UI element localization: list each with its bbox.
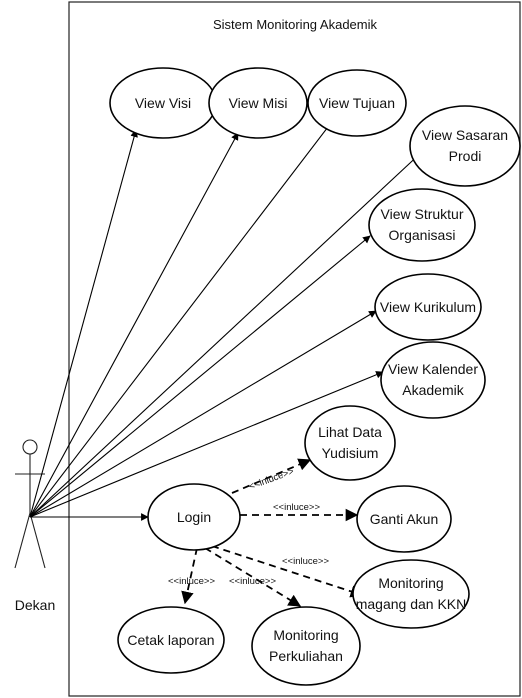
- use-case-label: View Kurikulum: [380, 299, 476, 315]
- system-boundary: [68, 1, 521, 697]
- include-relations: [181, 458, 364, 607]
- use-case-label-line2: magang dan KKN: [356, 596, 467, 612]
- use-case-label-line1: Monitoring: [273, 627, 338, 643]
- use-case-label: Cetak laporan: [127, 632, 214, 648]
- use-case-cetak-laporan[interactable]: Cetak laporan: [117, 606, 225, 674]
- use-case-view-struktur-organisasi[interactable]: View Struktur Organisasi: [368, 188, 476, 262]
- include-label-yudisium: <<inluce>>: [247, 466, 295, 493]
- include-label-ganti-akun: <<inluce>>: [273, 502, 320, 513]
- use-case-label-line2: Prodi: [449, 148, 482, 164]
- system-title: Sistem Monitoring Akademik: [213, 17, 378, 32]
- use-case-label-line1: Monitoring: [378, 575, 443, 591]
- use-case-label: Login: [177, 509, 211, 525]
- include-label-perkuliahan: <<inluce>>: [229, 576, 276, 587]
- actor-label: Dekan: [15, 597, 55, 613]
- use-case-view-kalender-akademik[interactable]: View Kalender Akademik: [380, 341, 486, 419]
- use-case-monitoring-magang-kkn[interactable]: Monitoring magang dan KKN: [352, 559, 470, 629]
- use-case-label-line2: Organisasi: [389, 227, 456, 243]
- use-case-view-kurikulum[interactable]: View Kurikulum: [374, 273, 482, 341]
- use-case-label-line1: View Kalender: [388, 361, 478, 377]
- use-case-login[interactable]: Login: [147, 483, 241, 551]
- include-label-cetak: <<inluce>>: [168, 576, 215, 587]
- use-case-label-line1: Lihat Data: [318, 424, 382, 440]
- use-case-label-line1: View Sasaran: [422, 127, 508, 143]
- use-case-label: View Misi: [229, 95, 288, 111]
- use-case-label-line2: Yudisium: [322, 445, 379, 461]
- use-case-label-line1: View Struktur: [381, 206, 464, 222]
- use-case-lihat-data-yudisium[interactable]: Lihat Data Yudisium: [304, 405, 396, 481]
- actor-dekan: [14, 439, 46, 569]
- use-case-label-line2: Perkuliahan: [269, 648, 343, 664]
- use-case-view-tujuan[interactable]: View Tujuan: [307, 69, 407, 137]
- use-case-view-sasaran-prodi[interactable]: View Sasaran Prodi: [409, 105, 521, 187]
- use-case-label: View Visi: [135, 95, 191, 111]
- associations: [29, 122, 425, 521]
- use-case-ganti-akun[interactable]: Ganti Akun: [356, 485, 452, 553]
- use-case-monitoring-perkuliahan[interactable]: Monitoring Perkuliahan: [251, 606, 361, 686]
- include-label-magang: <<inluce>>: [282, 556, 329, 567]
- use-case-view-misi[interactable]: View Misi: [208, 67, 308, 139]
- use-case-label: View Tujuan: [319, 95, 395, 111]
- use-case-label-line2: Akademik: [402, 382, 464, 398]
- use-case-view-visi[interactable]: View Visi: [109, 67, 217, 139]
- use-case-label: Ganti Akun: [370, 511, 439, 527]
